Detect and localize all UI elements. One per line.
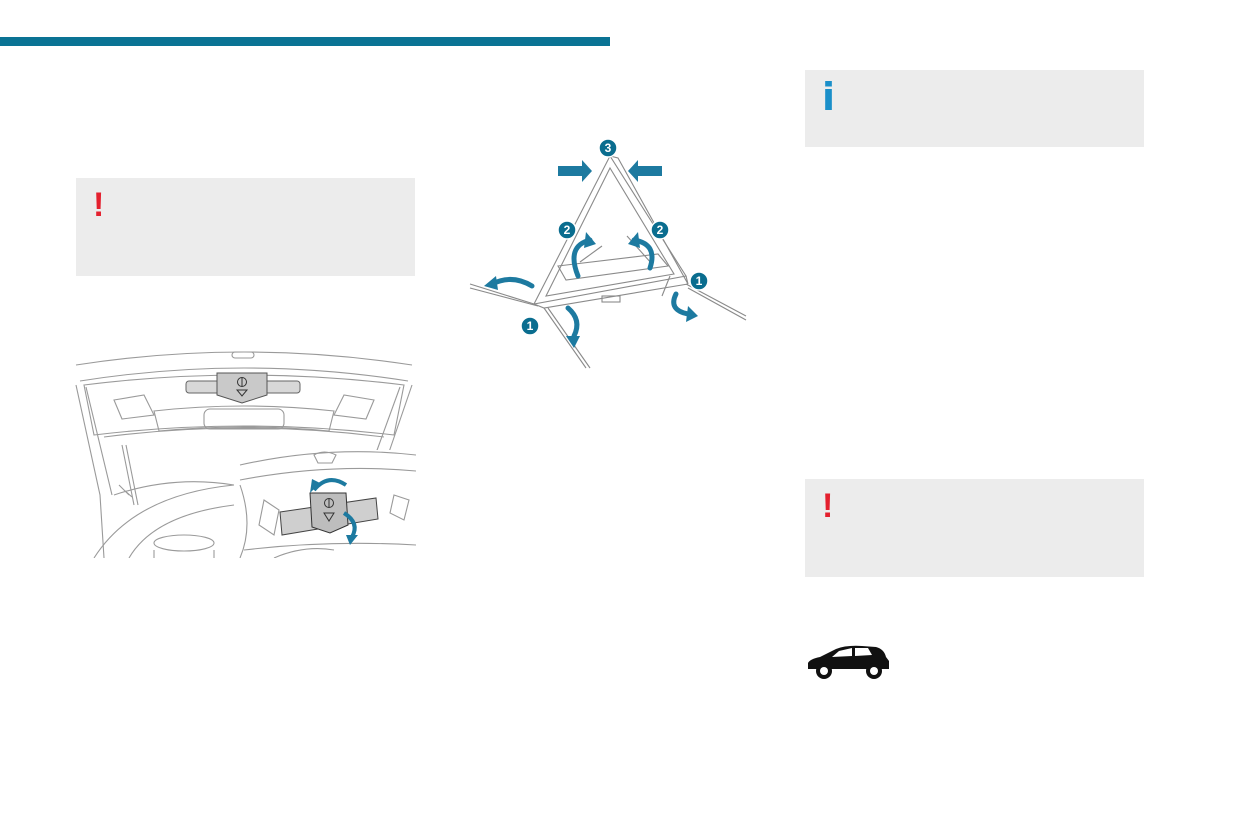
car-suv-icon — [806, 643, 892, 681]
exclamation-icon: ! — [93, 186, 105, 224]
callout-3: 3 — [605, 141, 612, 155]
info-icon: i — [822, 75, 836, 119]
tailgate-storage-illustration — [74, 345, 417, 559]
callout-2-left: 2 — [564, 223, 571, 237]
warning-note-right: ! — [805, 479, 1144, 577]
warning-triangle-diagram: 3 2 2 1 1 — [462, 136, 754, 378]
warning-note-left: ! — [76, 178, 415, 276]
info-note: i — [805, 70, 1144, 147]
callout-2-right: 2 — [657, 223, 664, 237]
callout-1-right: 1 — [696, 274, 703, 288]
callout-1-left: 1 — [527, 319, 534, 333]
header-accent-bar — [0, 37, 610, 46]
exclamation-icon: ! — [822, 487, 834, 525]
